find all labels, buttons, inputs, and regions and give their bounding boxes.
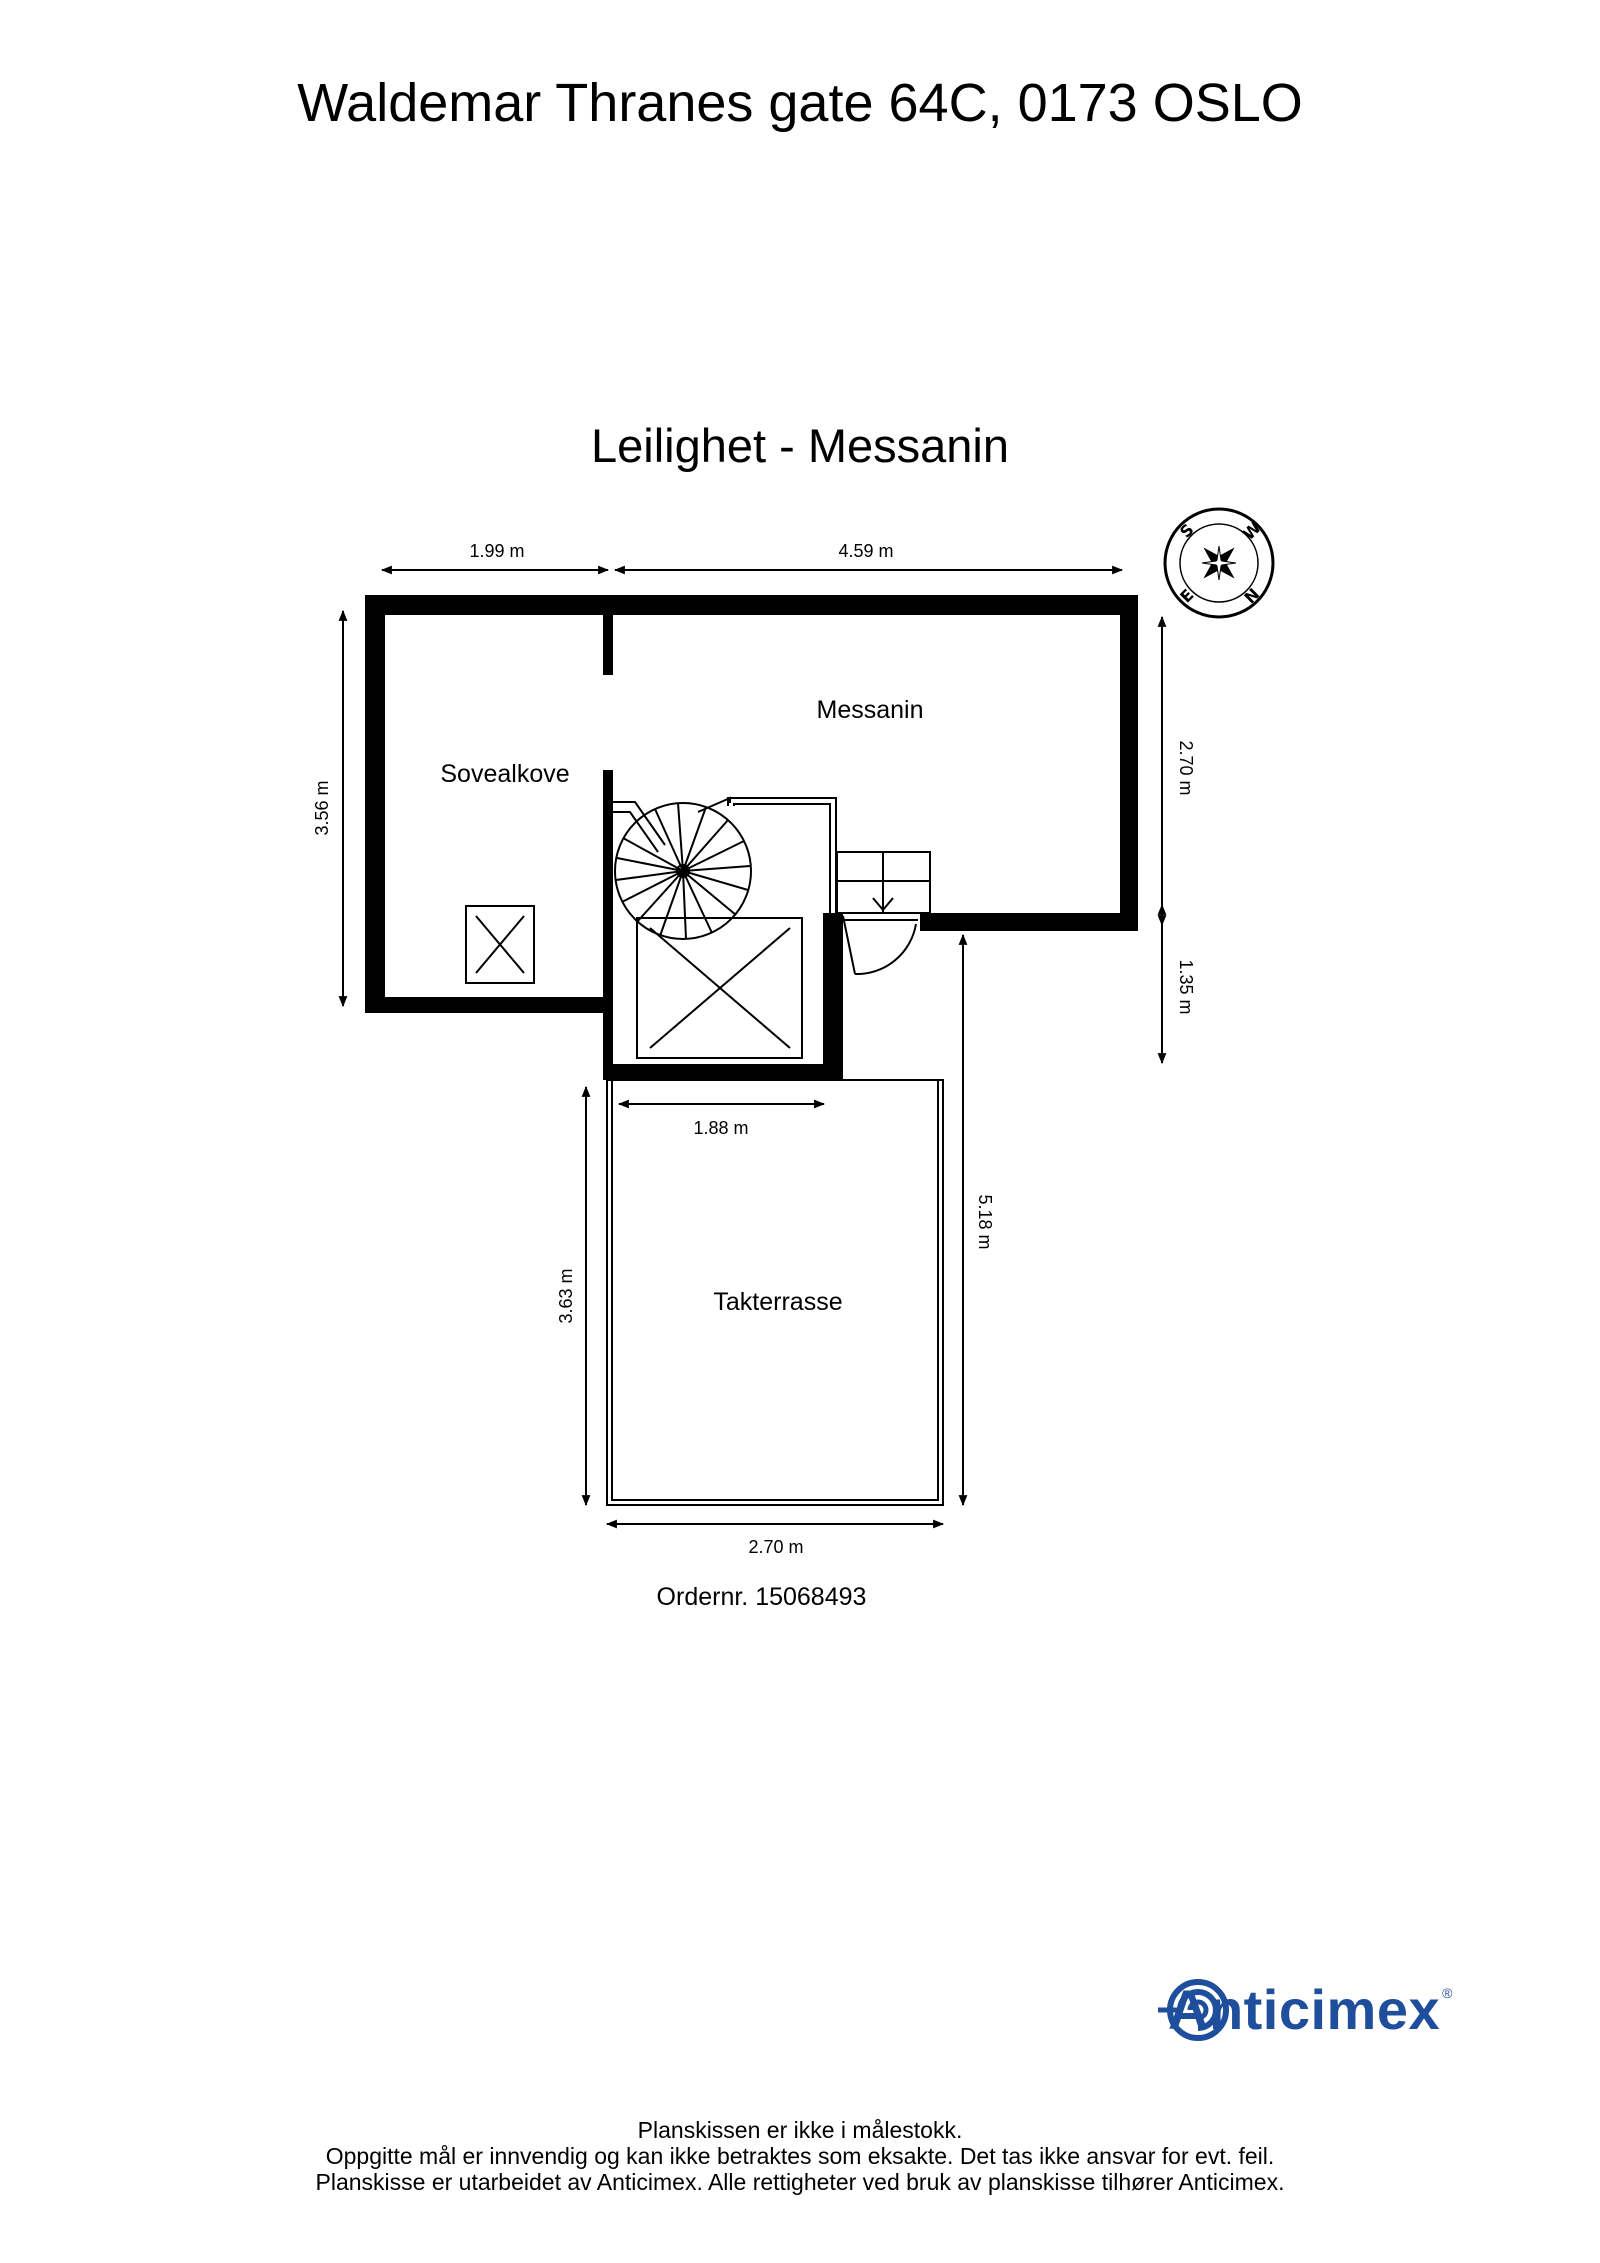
compass-letter-n: N xyxy=(1240,584,1263,607)
disclaimer-line-1: Planskissen er ikke i målestokk. xyxy=(637,2117,963,2143)
room-label-takterrasse: Takterrasse xyxy=(713,1288,842,1316)
compass-letter-e: E xyxy=(1176,585,1197,606)
anticimex-logo-icon xyxy=(1158,1979,1229,2041)
dim-top-left: 1.99 m xyxy=(469,541,524,561)
disclaimer-line-2: Oppgitte mål er innvendig og kan ikke be… xyxy=(325,2143,1275,2169)
page-title: Waldemar Thranes gate 64C, 0173 OSLO xyxy=(297,73,1303,133)
brand-registered-mark: ® xyxy=(1442,1985,1453,2001)
spiral-stair xyxy=(613,796,752,940)
steps xyxy=(836,851,931,914)
compass-letter-s: S xyxy=(1176,520,1198,542)
dim-terrace-width: 2.70 m xyxy=(748,1537,803,1557)
disclaimer-line-3: Planskisse er utarbeidet av Anticimex. A… xyxy=(315,2169,1285,2195)
dim-terrace-height-left: 3.63 m xyxy=(556,1268,576,1323)
walls xyxy=(365,595,1138,1080)
dim-left-height: 3.56 m xyxy=(312,780,332,835)
dim-right-upper: 2.70 m xyxy=(1176,740,1196,795)
brand-logo: Anticimex ® xyxy=(1168,1974,1452,2044)
disclaimer: Planskissen er ikke i målestokk. Oppgitt… xyxy=(0,2117,1600,2195)
dim-top-right: 4.59 m xyxy=(838,541,893,561)
dim-stair-width: 1.88 m xyxy=(693,1118,748,1138)
dimension-lines xyxy=(338,565,1167,1529)
brand-name: Anticimex xyxy=(1168,1977,1441,2041)
floor-title: Leilighet - Messanin xyxy=(591,419,1009,472)
compass-letter-w: W xyxy=(1239,518,1265,544)
dim-right-lower: 1.35 m xyxy=(1176,959,1196,1014)
stair-opening xyxy=(636,917,803,1059)
door-swing xyxy=(842,915,918,976)
room-label-sovealkove: Sovealkove xyxy=(440,760,569,788)
skylight-sovealkove xyxy=(465,905,535,984)
dim-terrace-height-right: 5.18 m xyxy=(975,1194,995,1249)
room-label-messanin: Messanin xyxy=(817,696,924,724)
terrace-outline xyxy=(606,1079,944,1506)
order-number: Ordernr. 15068493 xyxy=(656,1583,867,1611)
compass-rose-icon: N E S W xyxy=(1163,507,1275,619)
